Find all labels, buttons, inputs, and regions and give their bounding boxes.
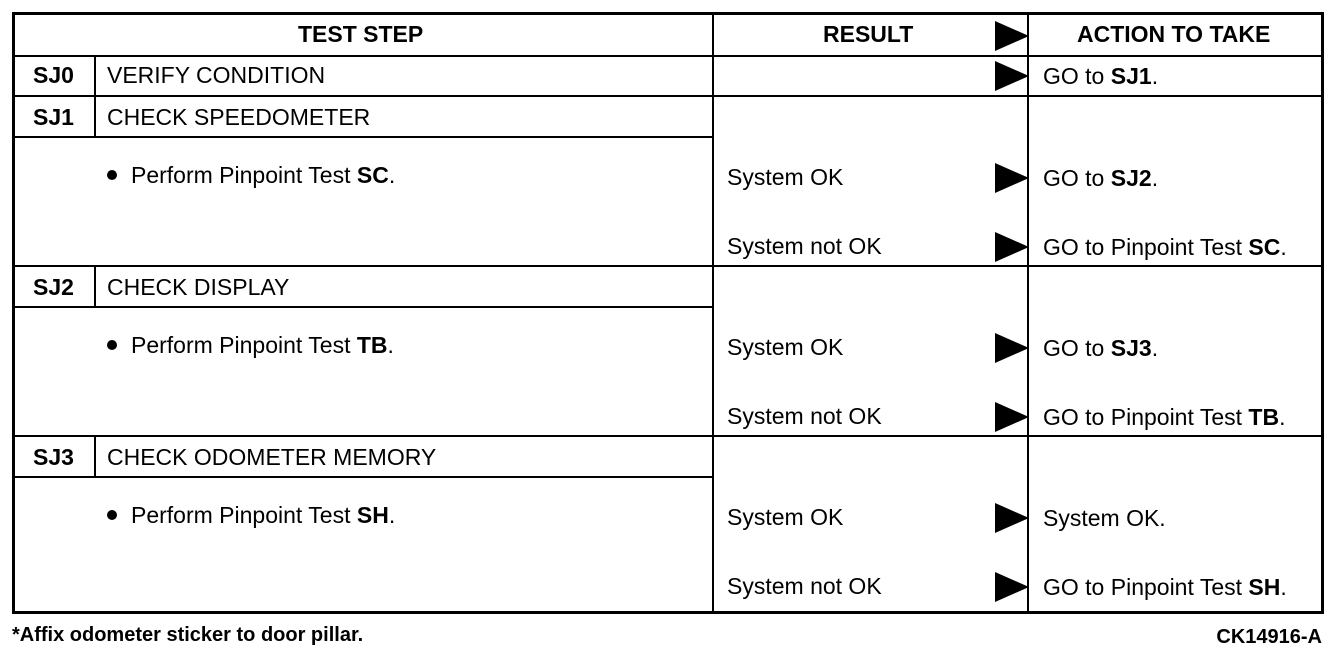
diagnostic-table: TEST STEP RESULT ACTION TO TAKE SJ0 VERI… xyxy=(12,12,1324,614)
figure-code: CK14916-A xyxy=(1216,626,1322,648)
divider-result-action xyxy=(1027,15,1029,611)
divider-step-id xyxy=(94,267,96,307)
result-not-ok: System not OK xyxy=(727,403,882,429)
step-id: SJ3 xyxy=(33,444,74,470)
header-test-step: TEST STEP xyxy=(298,21,424,47)
arrow-right-icon xyxy=(995,503,1029,533)
result-not-ok: System not OK xyxy=(727,573,882,599)
arrow-right-icon xyxy=(995,402,1029,432)
step-instruction: Perform Pinpoint Test SH. xyxy=(107,504,395,527)
header-bottom-line xyxy=(15,55,1321,57)
step-instruction: Perform Pinpoint Test TB. xyxy=(107,334,394,357)
step-instruction: Perform Pinpoint Test SC. xyxy=(107,164,395,187)
header-arrow-icon xyxy=(995,21,1029,51)
step-id: SJ0 xyxy=(33,62,74,88)
bullet-icon xyxy=(107,339,117,350)
step-title: CHECK DISPLAY xyxy=(107,274,290,300)
step-id: SJ1 xyxy=(33,104,74,130)
result-ok: System OK xyxy=(727,504,844,530)
arrow-right-icon xyxy=(995,61,1029,91)
action-text: GO to SJ1. xyxy=(1043,63,1159,89)
divider-test-result xyxy=(712,15,714,611)
arrow-right-icon xyxy=(995,163,1029,193)
result-ok: System OK xyxy=(727,164,844,190)
action-text: GO to Pinpoint Test SC. xyxy=(1043,234,1287,260)
row-line-sj2 xyxy=(15,265,1321,267)
action-text: GO to Pinpoint Test TB. xyxy=(1043,404,1286,430)
header-action: ACTION TO TAKE xyxy=(1077,21,1271,47)
arrow-right-icon xyxy=(995,232,1029,262)
action-text: GO to SJ2. xyxy=(1043,165,1159,191)
result-ok: System OK xyxy=(727,334,844,360)
row-line-sj2-title xyxy=(15,306,713,308)
arrow-right-icon xyxy=(995,572,1029,602)
row-line-sj1-title xyxy=(15,136,713,138)
bullet-icon xyxy=(107,169,117,180)
action-text: GO to SJ3. xyxy=(1043,335,1159,361)
step-id: SJ2 xyxy=(33,274,74,300)
action-text: System OK. xyxy=(1043,505,1166,531)
arrow-right-icon xyxy=(995,333,1029,363)
row-line-sj3 xyxy=(15,435,1321,437)
footnote: *Affix odometer sticker to door pillar. xyxy=(12,624,364,646)
step-title: VERIFY CONDITION xyxy=(107,62,326,88)
result-not-ok: System not OK xyxy=(727,233,882,259)
row-line-sj0 xyxy=(15,95,1321,97)
row-line-sj3-title xyxy=(15,476,713,478)
step-title: CHECK SPEEDOMETER xyxy=(107,104,371,130)
header-result: RESULT xyxy=(823,21,914,47)
step-title: CHECK ODOMETER MEMORY xyxy=(107,444,437,470)
action-text: GO to Pinpoint Test SH. xyxy=(1043,574,1287,600)
divider-step-id xyxy=(94,97,96,137)
divider-step-id xyxy=(94,437,96,477)
divider-step-id xyxy=(94,57,96,97)
bullet-icon xyxy=(107,509,117,520)
